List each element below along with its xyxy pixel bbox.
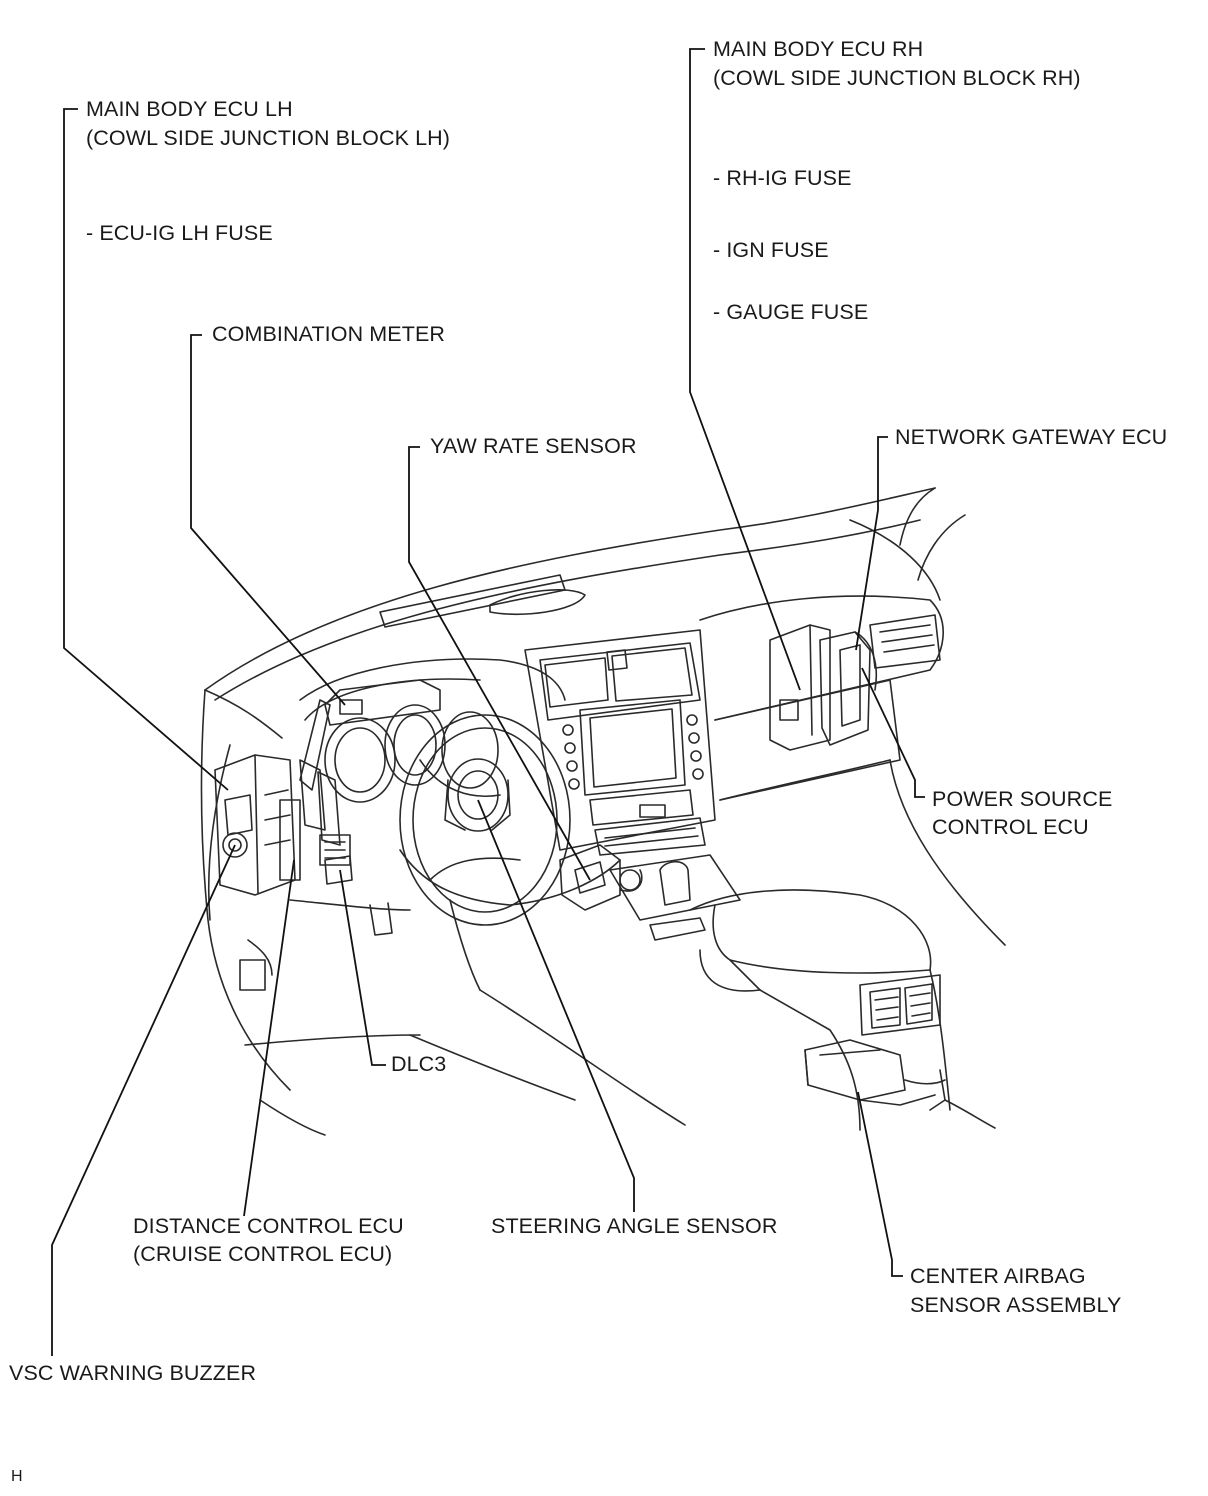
label-network-gateway-ecu: NETWORK GATEWAY ECU: [895, 425, 1168, 449]
label-ign-fuse: - IGN FUSE: [713, 238, 829, 262]
dashboard-drawing: [200, 487, 1006, 1136]
label-center-airbag-line1: CENTER AIRBAG: [910, 1264, 1086, 1288]
label-yaw-rate-sensor: YAW RATE SENSOR: [430, 434, 637, 458]
label-rh-ig-fuse: - RH-IG FUSE: [713, 166, 852, 190]
label-steering-angle-sensor: STEERING ANGLE SENSOR: [491, 1214, 778, 1238]
label-cowl-side-jb-lh: (COWL SIDE JUNCTION BLOCK LH): [86, 126, 451, 150]
label-main-body-ecu-lh: MAIN BODY ECU LH: [86, 97, 293, 121]
label-power-source-control-ecu-line1: POWER SOURCE: [932, 787, 1113, 811]
label-cowl-side-jb-rh: (COWL SIDE JUNCTION BLOCK RH): [713, 66, 1081, 90]
leader-distance-control-ecu: [243, 859, 295, 1217]
leader-vsc-warning-buzzer: [51, 844, 236, 1356]
leader-main-body-ecu-rh: [689, 48, 801, 691]
leader-steering-angle-sensor: [477, 799, 635, 1212]
label-ecu-ig-lh-fuse: - ECU-IG LH FUSE: [86, 221, 273, 245]
label-gauge-fuse: - GAUGE FUSE: [713, 300, 869, 324]
leader-lines: [51, 48, 925, 1356]
leader-network-gateway-ecu: [855, 436, 888, 651]
leader-combination-meter: [190, 334, 346, 706]
label-distance-control-ecu: DISTANCE CONTROL ECU: [133, 1214, 404, 1238]
leader-power-source-control-ecu: [861, 667, 925, 798]
label-dlc3: DLC3: [391, 1052, 447, 1076]
leader-dlc3: [339, 869, 386, 1066]
label-power-source-control-ecu-line2: CONTROL ECU: [932, 815, 1089, 839]
leader-center-airbag-sensor: [857, 1091, 903, 1277]
label-center-airbag-line2: SENSOR ASSEMBLY: [910, 1293, 1122, 1317]
label-main-body-ecu-rh: MAIN BODY ECU RH: [713, 37, 924, 61]
leader-yaw-rate-sensor: [408, 446, 591, 881]
label-vsc-warning-buzzer: VSC WARNING BUZZER: [9, 1361, 257, 1385]
label-combination-meter: COMBINATION METER: [212, 322, 446, 346]
leader-main-body-ecu-lh: [63, 108, 229, 791]
corner-mark: H: [11, 1468, 23, 1485]
label-cruise-control-ecu: (CRUISE CONTROL ECU): [133, 1242, 393, 1266]
